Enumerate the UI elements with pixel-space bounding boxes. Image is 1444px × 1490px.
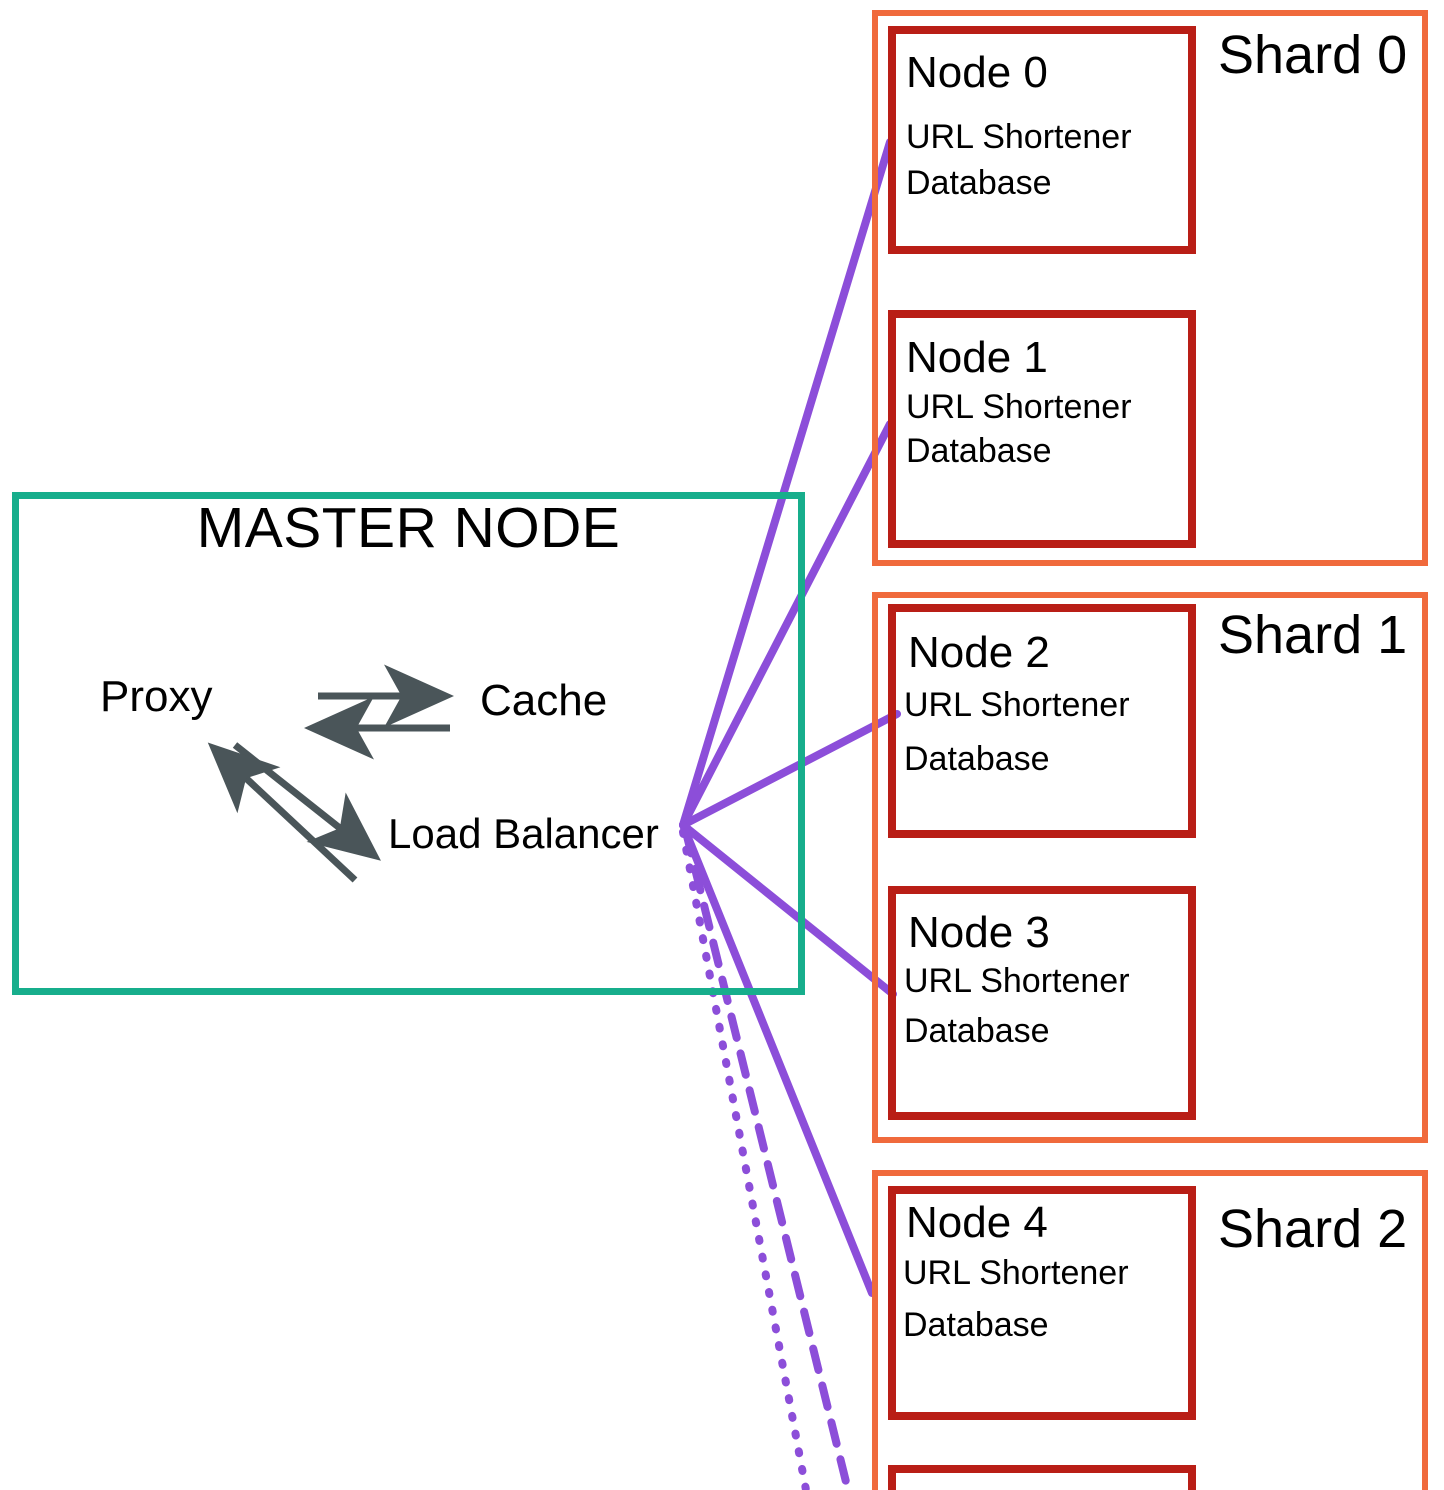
node-3-line1: URL Shortener — [904, 962, 1130, 1000]
node-4-line2: Database — [903, 1306, 1049, 1344]
node-2-line2: Database — [904, 740, 1050, 778]
node-2-line1: URL Shortener — [904, 686, 1130, 724]
master-node-box[interactable] — [12, 492, 805, 995]
node-1-name: Node 1 — [906, 333, 1048, 382]
node-3-line2: Database — [904, 1012, 1050, 1050]
master-component-cache[interactable]: Cache — [480, 676, 608, 725]
node-3-name: Node 3 — [908, 908, 1050, 957]
node-0-name: Node 0 — [906, 48, 1048, 97]
node-0-line2: Database — [906, 164, 1052, 202]
node-4-line1: URL Shortener — [903, 1254, 1129, 1292]
node-0-line1: URL Shortener — [906, 118, 1132, 156]
shard-2-box[interactable] — [872, 1170, 1428, 1490]
node-1-line2: Database — [906, 432, 1052, 470]
node-1-box[interactable] — [888, 310, 1196, 548]
node-3-box[interactable] — [888, 886, 1196, 1120]
shard-0-box[interactable] — [872, 10, 1428, 566]
shard-1-box[interactable] — [872, 592, 1428, 1143]
master-node-title: MASTER NODE — [196, 496, 621, 560]
node-2-box[interactable] — [888, 604, 1196, 838]
shard-2-title: Shard 2 — [1218, 1199, 1408, 1259]
master-component-proxy[interactable]: Proxy — [100, 672, 213, 721]
node-2-name: Node 2 — [908, 628, 1050, 677]
shard-1-title: Shard 1 — [1218, 605, 1408, 665]
master-component-load-balancer[interactable]: Load Balancer — [388, 810, 659, 857]
node-4-box[interactable] — [888, 1186, 1196, 1420]
node-0-box[interactable] — [888, 26, 1196, 254]
shard-0-title: Shard 0 — [1218, 25, 1408, 85]
node-1-line1: URL Shortener — [906, 388, 1132, 426]
node-partial-box[interactable] — [888, 1465, 1196, 1490]
node-4-name: Node 4 — [906, 1198, 1048, 1247]
